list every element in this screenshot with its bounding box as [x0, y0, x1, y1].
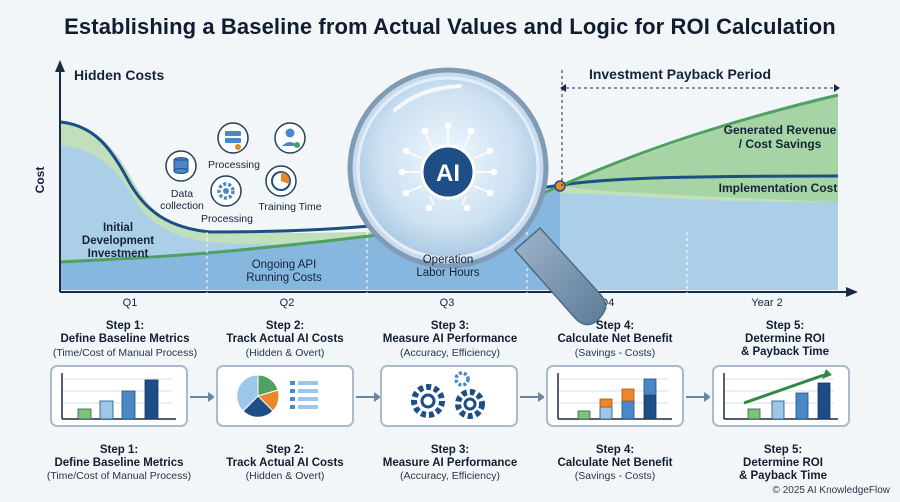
initial-dev-line1: Initial: [103, 222, 133, 234]
step4-detail: (Savings - Costs): [574, 347, 656, 359]
operation-labor-line2: Labor Hours: [416, 267, 480, 279]
initial-dev-line2: Development: [82, 235, 154, 247]
page-title: Establishing a Baseline from Actual Valu…: [64, 14, 836, 39]
ongoing-api-line2: Running Costs: [246, 272, 322, 284]
x-axis-arrow: [846, 287, 858, 297]
step1-name-bottom: Define Baseline Metrics: [54, 457, 184, 469]
step3-name: Measure AI Performance: [382, 333, 518, 345]
growth-chart-icon: [723, 369, 838, 420]
arrow-right-icon: [356, 392, 380, 402]
bar-chart-icon: [61, 373, 176, 420]
step3-number: Step 3:: [430, 320, 470, 332]
step1-detail-bottom: (Time/Cost of Manual Process): [46, 470, 192, 482]
y-axis-arrow: [55, 60, 65, 72]
payback-point: [554, 180, 566, 192]
revenue-line2: / Cost Savings: [739, 137, 822, 151]
implementation-cost-label: Implementation Cost: [719, 181, 838, 195]
step4-card: [546, 365, 684, 427]
payback-right-arrow: [834, 84, 840, 92]
revenue-line1: Generated Revenue: [724, 123, 837, 137]
step3-card: [380, 365, 518, 427]
training-clock-icon: [265, 165, 297, 197]
step4-name: Calculate Net Benefit: [557, 333, 673, 345]
processing-top-label: Processing: [208, 159, 260, 171]
step2-number-bottom: Step 2:: [265, 444, 305, 456]
processing-gear-icon: [210, 175, 242, 207]
step5-number-bottom: Step 5:: [763, 444, 803, 456]
ai-badge: [420, 144, 476, 200]
step2-number: Step 2:: [265, 320, 305, 332]
x-tick-year2: Year 2: [751, 297, 782, 309]
payback-left-arrow: [560, 84, 566, 92]
gears-icon: [411, 371, 485, 419]
arrow-right-icon: [190, 392, 214, 402]
step1-card: [50, 365, 188, 427]
x-tick-q2: Q2: [280, 297, 295, 309]
stacked-bar-icon: [557, 373, 672, 420]
training-user-icon: [274, 122, 306, 154]
step4-name-bottom: Calculate Net Benefit: [557, 457, 673, 469]
step5-detail: & Payback Time: [740, 346, 829, 358]
step3-number-bottom: Step 3:: [430, 444, 470, 456]
step3-detail: (Accuracy, Efficiency): [400, 347, 500, 359]
step1-number: Step 1:: [105, 320, 145, 332]
processing-server-icon: [217, 122, 249, 154]
step5-number: Step 5:: [765, 320, 805, 332]
y-axis-label: Cost: [33, 167, 47, 194]
training-time-label: Training Time: [258, 201, 321, 213]
x-tick-q1: Q1: [123, 297, 138, 309]
step4-detail-bottom: (Savings - Costs): [574, 470, 656, 482]
operation-labor-line1: Operation: [423, 254, 474, 266]
x-tick-q3: Q3: [440, 297, 455, 309]
step5-card: [712, 365, 850, 427]
arrow-right-icon: [686, 392, 710, 402]
step5-detail-bottom: & Payback Time: [738, 470, 827, 482]
step1-name: Define Baseline Metrics: [60, 333, 190, 345]
ai-chip-icon: [398, 122, 498, 212]
step5-name-bottom: Determine ROI: [743, 457, 823, 469]
pie-chart-icon: [236, 374, 318, 418]
data-collection-icon: [165, 150, 197, 182]
step2-detail-bottom: (Hidden & Overt): [245, 470, 325, 482]
step4-number: Step 4:: [595, 320, 635, 332]
step5-name: Determine ROI: [745, 333, 825, 345]
copyright-text: © 2025 AI KnowledgeFlow: [772, 485, 890, 496]
step1-number-bottom: Step 1:: [99, 444, 139, 456]
step2-card: [216, 365, 354, 427]
data-collection-line1: Data: [171, 188, 193, 200]
step1-detail: (Time/Cost of Manual Process): [52, 347, 198, 359]
payback-period-label: Investment Payback Period: [589, 66, 771, 82]
processing-bottom-label: Processing: [201, 213, 253, 225]
ongoing-api-line1: Ongoing API: [252, 259, 317, 271]
step2-name: Track Actual AI Costs: [226, 333, 344, 345]
step3-detail-bottom: (Accuracy, Efficiency): [400, 470, 500, 482]
initial-dev-line3: Investment: [88, 248, 149, 260]
arrow-right-icon: [520, 392, 544, 402]
step2-detail: (Hidden & Overt): [245, 347, 325, 359]
quarter-dividers: [206, 232, 688, 300]
ai-label: AI: [436, 160, 460, 187]
data-collection-line2: collection: [160, 200, 204, 212]
step4-number-bottom: Step 4:: [595, 444, 635, 456]
step2-name-bottom: Track Actual AI Costs: [226, 457, 344, 469]
step3-name-bottom: Measure AI Performance: [382, 457, 518, 469]
hidden-costs-label: Hidden Costs: [74, 67, 164, 83]
